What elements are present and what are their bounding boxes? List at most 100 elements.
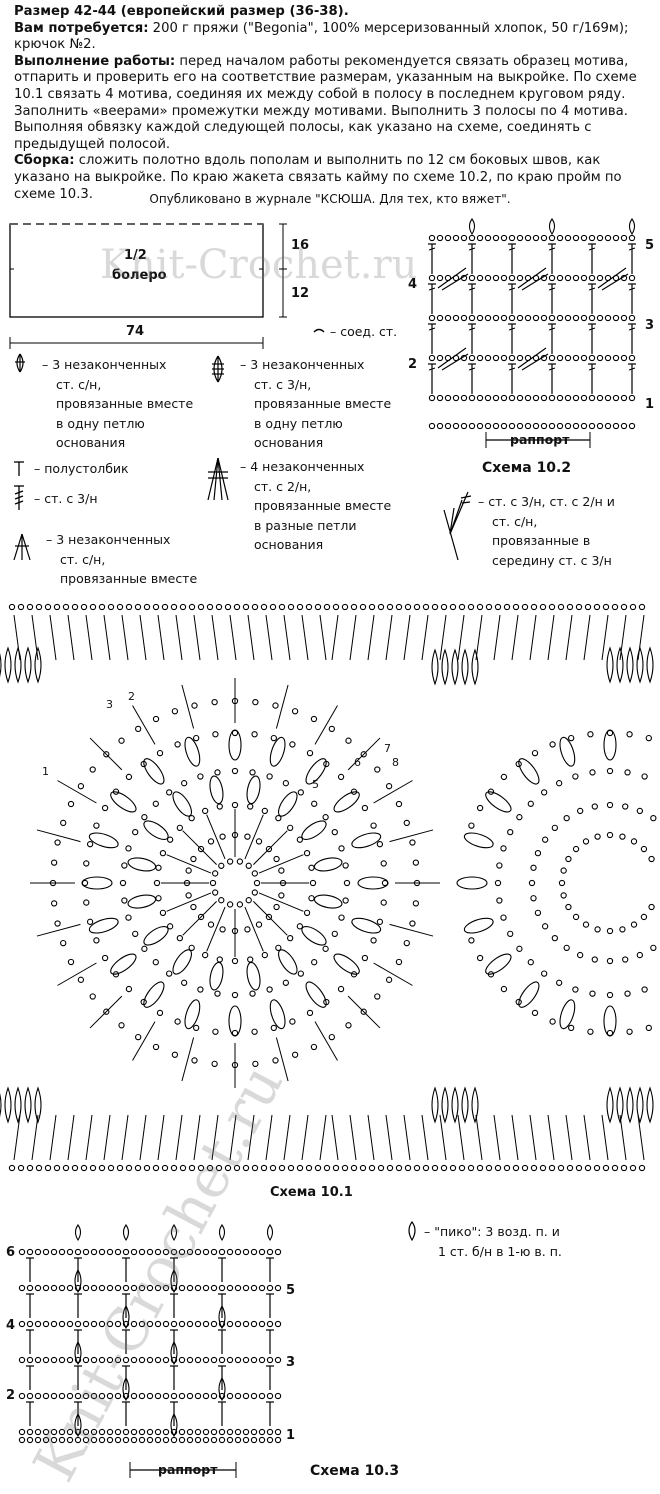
chain-stitch: [500, 354, 508, 362]
cluster-stitch: [74, 1412, 82, 1438]
ring-chain: [121, 897, 128, 904]
cluster-stitch: [228, 729, 242, 761]
ring-chain: [468, 937, 475, 944]
ring-chain: [272, 702, 279, 709]
chain-stitch: [468, 314, 476, 322]
chain-stitch: [194, 1248, 202, 1256]
chain-stitch: [512, 603, 520, 611]
chain-stitch: [114, 1320, 122, 1328]
stitch-bar: [588, 247, 596, 251]
stitch-post: [31, 614, 39, 661]
outer-stitch: [132, 1021, 156, 1061]
chain-stitch: [572, 234, 580, 242]
chain-stitch: [274, 1248, 282, 1256]
ring-chain: [328, 725, 335, 733]
chain-stitch: [42, 1284, 50, 1292]
stitch-post: [547, 614, 555, 661]
pattern-label-half: 1/2: [124, 248, 147, 263]
round-label-1: 1: [42, 765, 49, 778]
chain-stitch: [440, 603, 448, 611]
chain-stitch: [332, 1164, 340, 1172]
chain-stitch: [492, 422, 500, 430]
chain-stitch: [611, 603, 619, 611]
materials-text: 200 г пряжи ("Begonia", 100% мерсеризова…: [14, 20, 629, 53]
chain-stitch: [242, 1356, 250, 1364]
chain-stitch: [296, 1164, 304, 1172]
ring-chain: [252, 1060, 259, 1068]
chain-stitch: [233, 603, 241, 611]
ring-chain: [565, 855, 572, 863]
ring-chain: [202, 807, 209, 815]
chain-stitch: [266, 1428, 274, 1436]
radial-stitch: [253, 901, 288, 936]
size-line: Размер 42-44 (европейский размер (36-38)…: [14, 4, 349, 19]
chain-stitch: [242, 1436, 250, 1444]
chain-stitch: [218, 1356, 226, 1364]
legend-line: – 3 незаконченных: [46, 532, 171, 547]
ring-chain: [310, 1043, 318, 1051]
chain-stitch: [161, 1164, 169, 1172]
stitch-post: [385, 614, 393, 661]
ring-chain: [587, 731, 594, 738]
stitch-post: [193, 1114, 201, 1161]
chain-stitch: [530, 1164, 538, 1172]
chain-stitch: [596, 234, 604, 242]
chain-stitch: [476, 603, 484, 611]
stitch-post: [211, 1114, 219, 1161]
slip-stitch-symbol: [313, 328, 325, 333]
chain-stitch: [258, 1392, 266, 1400]
stitch-bar: [588, 327, 596, 331]
chain-stitch: [106, 1320, 114, 1328]
stitch-post: [403, 614, 411, 661]
chain-stitch: [524, 234, 532, 242]
ring-chain: [231, 957, 239, 965]
chain-stitch: [323, 1164, 331, 1172]
ring-chain: [289, 741, 296, 748]
chain-stitch: [494, 1164, 502, 1172]
fan-stitch: [597, 267, 629, 291]
chain-stitch: [260, 603, 268, 611]
legend-line: ст. с/н,: [492, 513, 538, 529]
ring-chain: [152, 715, 160, 723]
ring-chain: [331, 930, 338, 937]
ring-chain: [310, 715, 318, 723]
ring-chain: [166, 789, 173, 796]
chain-stitch: [8, 603, 16, 611]
chain-stitch: [202, 1428, 210, 1436]
radial-stitch: [182, 830, 217, 865]
chain-stitch: [194, 1428, 202, 1436]
chain-stitch: [242, 1248, 250, 1256]
chain-stitch: [125, 603, 133, 611]
ring-chain: [500, 985, 508, 993]
chain-stitch: [566, 603, 574, 611]
chain-stitch: [350, 603, 358, 611]
chain-stitch: [154, 1320, 162, 1328]
stitch-bar: [508, 327, 516, 331]
ring-chain: [606, 927, 614, 935]
cluster-stitch: [127, 857, 157, 872]
chain-stitch: [234, 1428, 242, 1436]
chain-stitch: [90, 1428, 98, 1436]
chain-stitch: [106, 1428, 114, 1436]
chain-stitch: [413, 1164, 421, 1172]
chain-stitch: [588, 394, 596, 402]
chain-stitch: [468, 422, 476, 430]
stitch-post: [511, 614, 519, 661]
chain-stitch: [258, 1248, 266, 1256]
cluster-stitch: [485, 953, 512, 975]
ring-chain: [141, 945, 148, 952]
ring-chain: [166, 836, 174, 843]
ring-chain: [531, 1009, 539, 1017]
ring-chain: [251, 1028, 258, 1035]
ring-chain: [155, 895, 162, 902]
stitch-post: [493, 614, 501, 661]
chain-stitch: [66, 1320, 74, 1328]
stitch-post: [565, 1114, 573, 1161]
ring-chain: [322, 814, 329, 821]
chain-stitch: [26, 1392, 34, 1400]
chain-stitch: [368, 1164, 376, 1172]
ring-chain: [308, 895, 315, 902]
ring-chain: [278, 867, 285, 874]
chain-stitch: [114, 1436, 122, 1444]
chain-stitch: [178, 1436, 186, 1444]
